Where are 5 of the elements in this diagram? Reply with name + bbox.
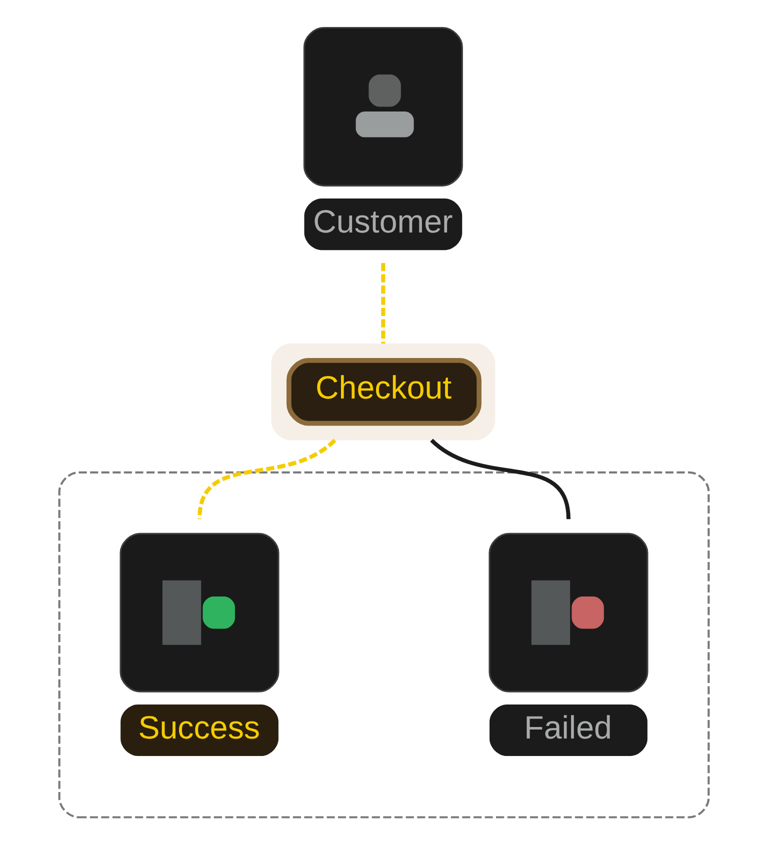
connector [381, 262, 386, 344]
cluster [58, 471, 710, 818]
connector [430, 438, 570, 520]
connector [198, 438, 336, 520]
node-box: Checkout [271, 344, 496, 440]
